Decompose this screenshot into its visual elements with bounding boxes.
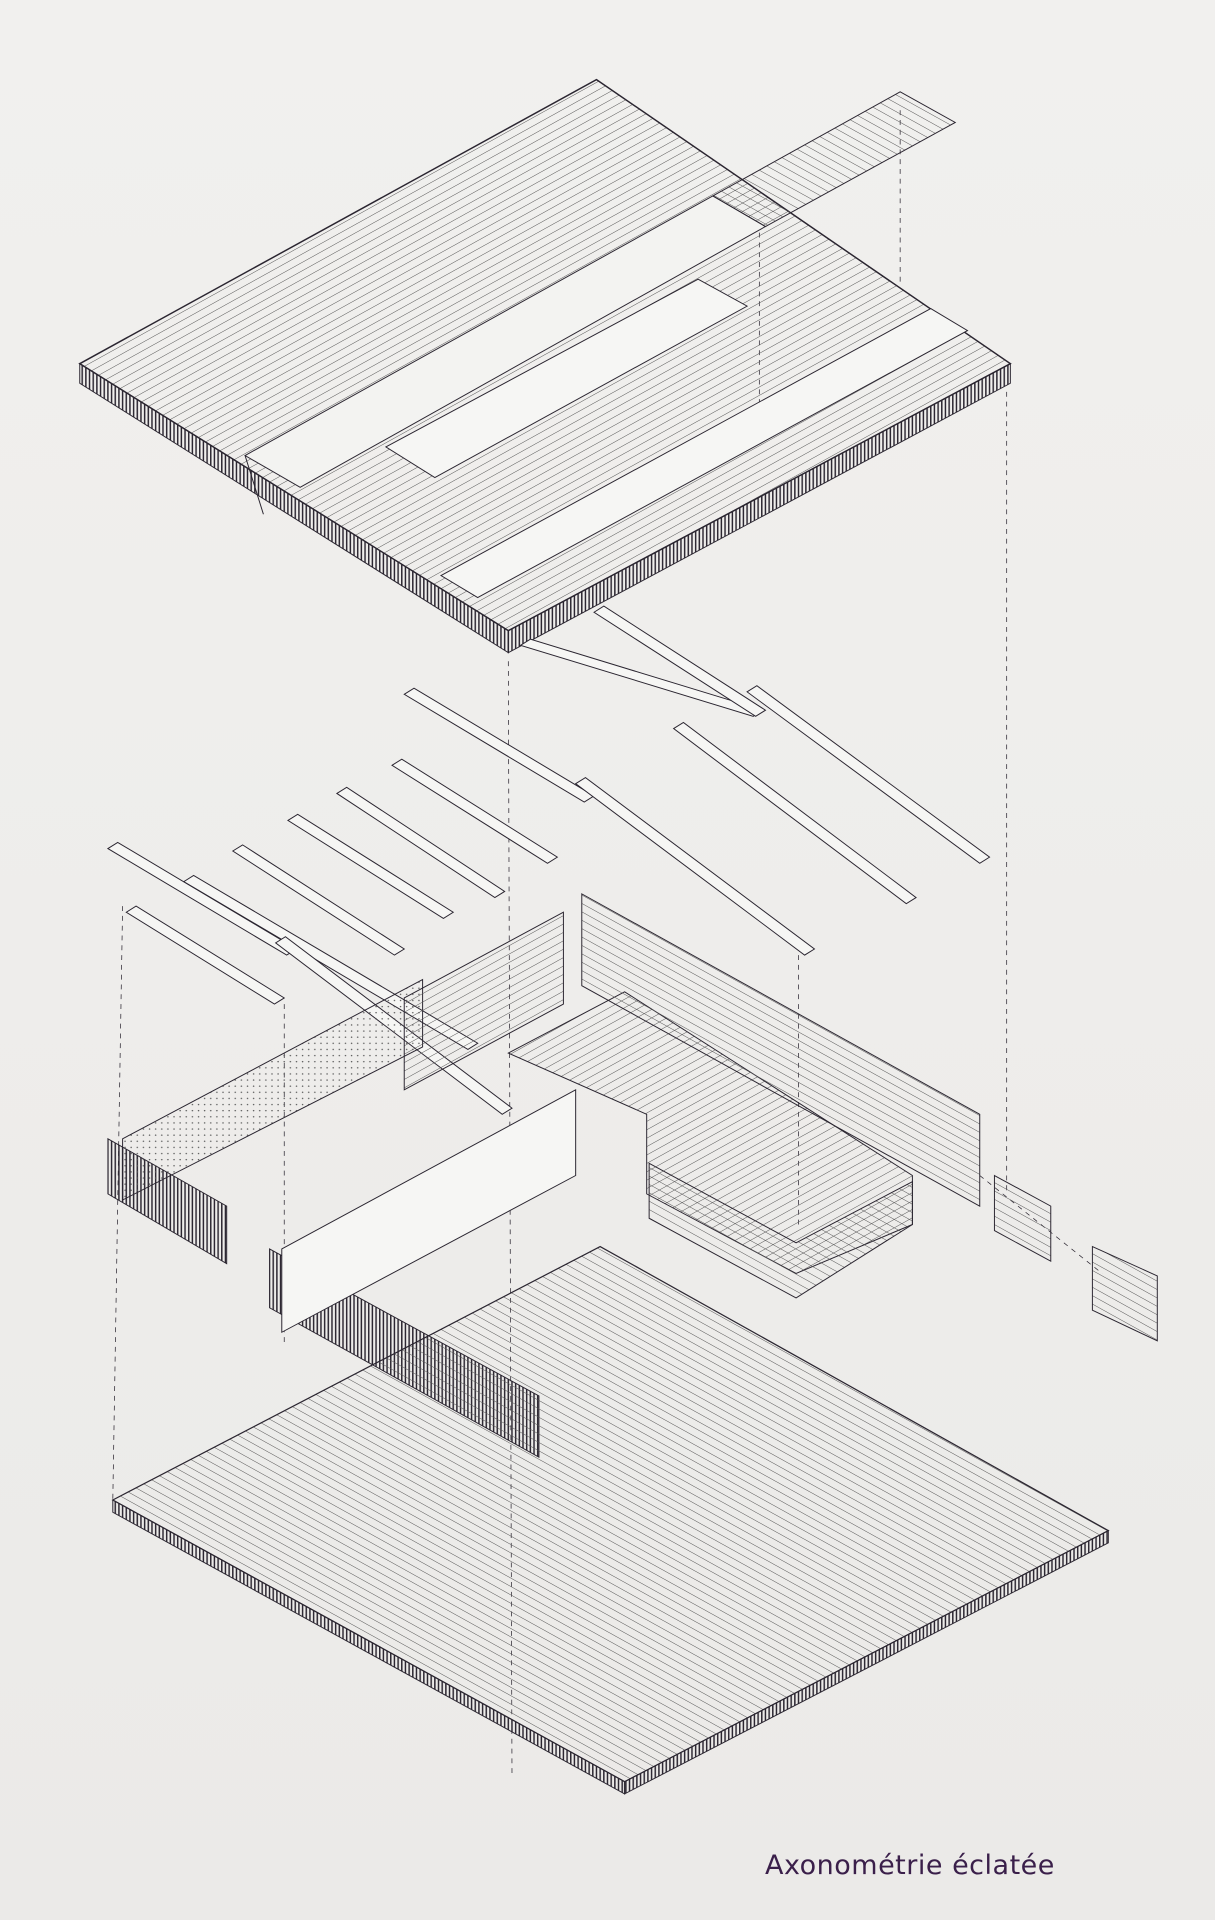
drawing-caption: Axonométrie éclatée — [765, 1850, 1055, 1881]
roof-slab — [78, 78, 1012, 654]
floor-slab — [111, 1245, 1110, 1795]
